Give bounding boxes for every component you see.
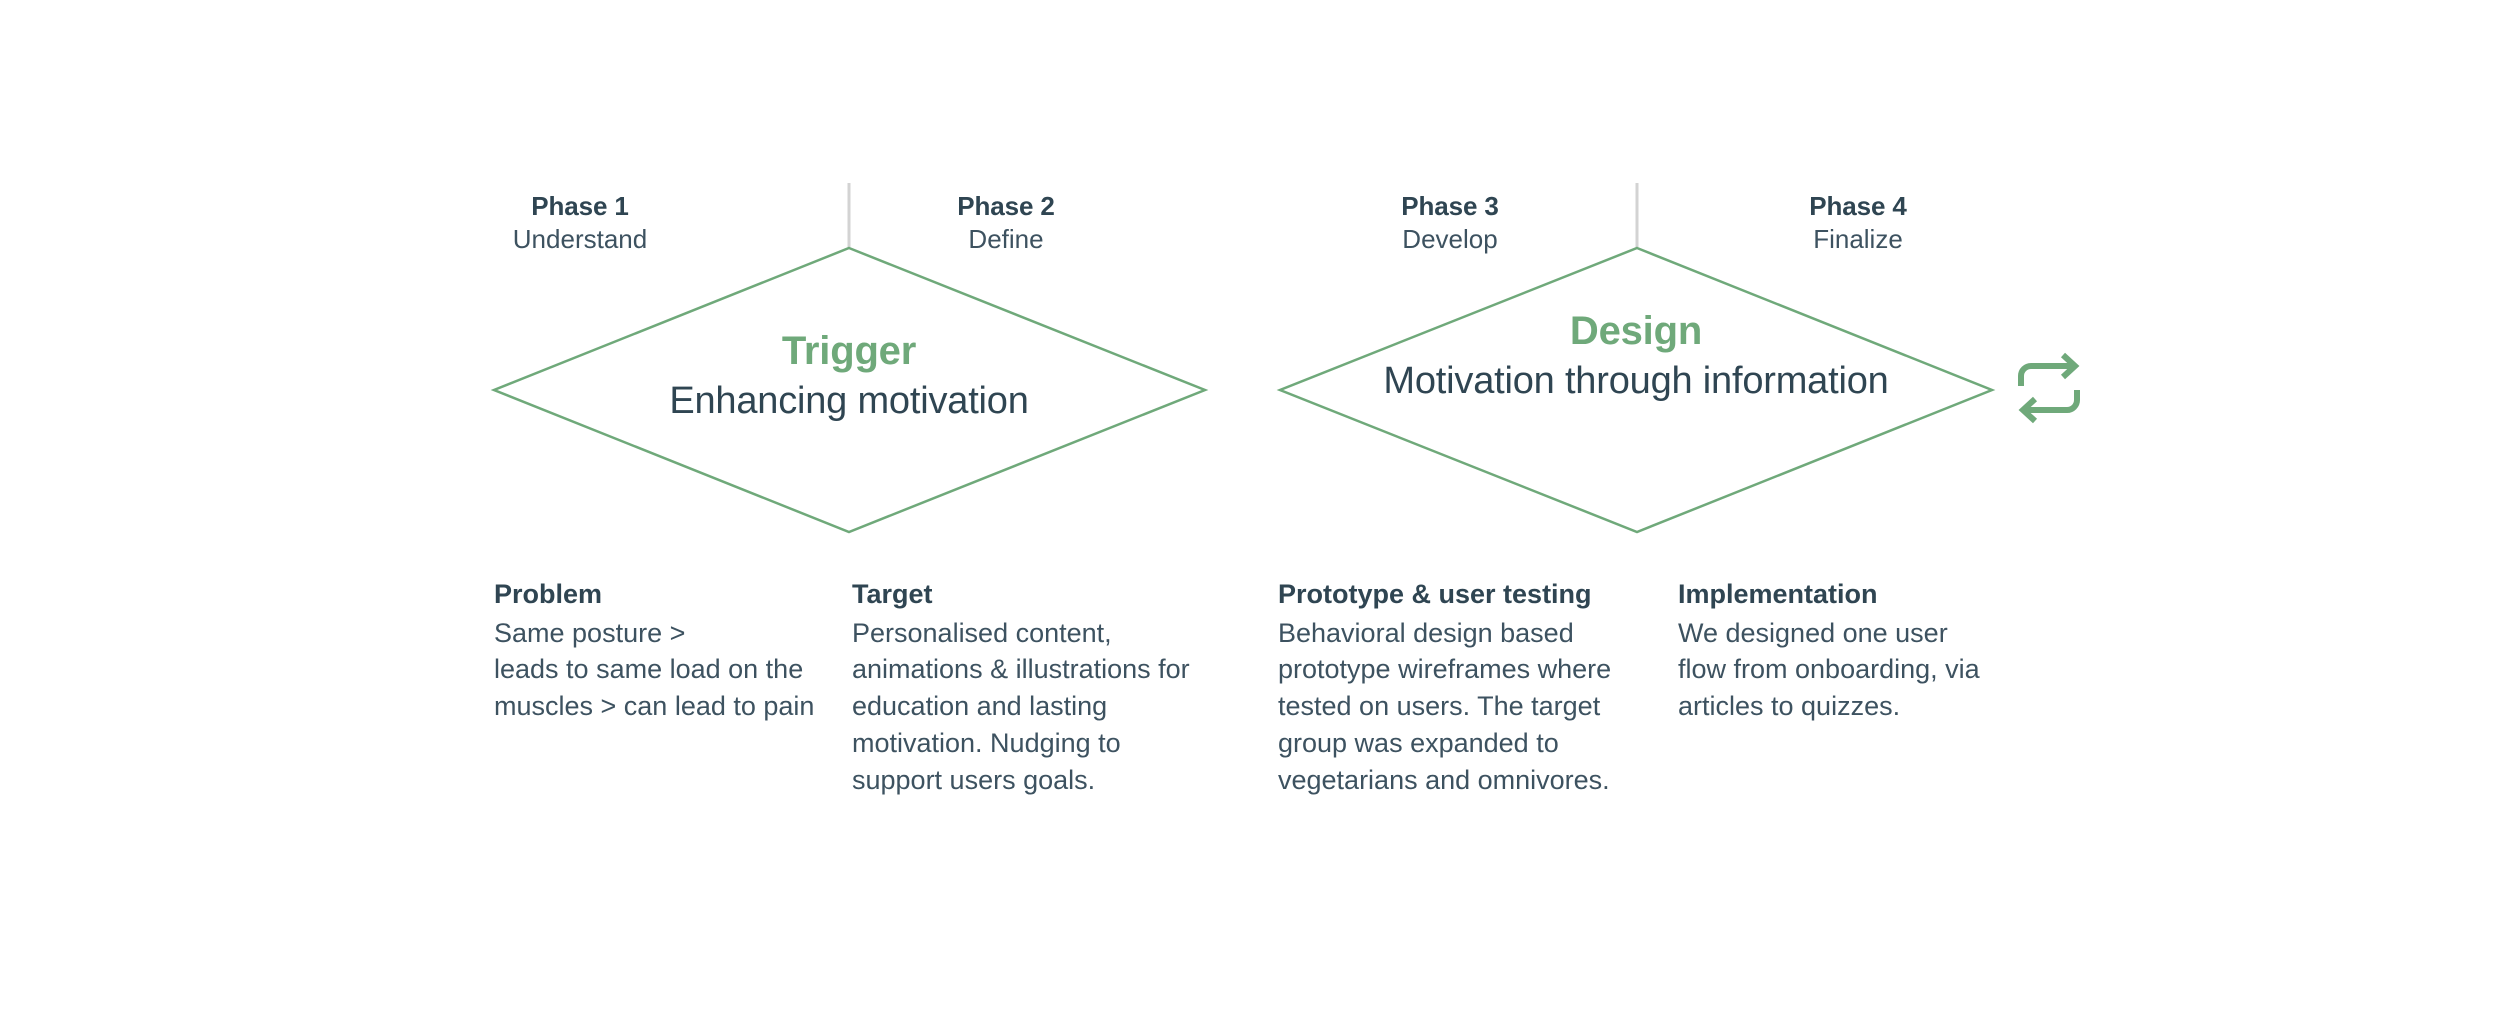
column-3-body: Behavioral design based prototype wirefr… [1278,617,1612,795]
diamond-2-title: Design [1569,309,1703,353]
phase-1-sub: Understand [512,223,648,254]
diamond-label-design: Design Motivation through information [1376,305,1896,406]
phase-header-3: Phase 3 Develop [1300,190,1600,256]
phase-2-name: Phase 2 [957,191,1055,221]
phase-header-1: Phase 1 Understand [430,190,730,256]
column-2-title: Target [852,579,933,609]
description-column-problem: Problem Same posture > leads to same loa… [494,576,854,725]
phase-1-name: Phase 1 [531,191,629,221]
phase-header-4: Phase 4 Finalize [1708,190,2008,256]
repeat-loop-icon [2013,352,2085,424]
column-3-title: Prototype & user testing [1278,579,1592,609]
column-4-title: Implementation [1678,579,1878,609]
diamond-1-title: Trigger [781,329,917,373]
phase-header-2: Phase 2 Define [856,190,1156,256]
description-column-target: Target Personalised content, animations … [852,576,1220,798]
diamond-label-trigger: Trigger Enhancing motivation [589,325,1109,426]
phase-3-sub: Develop [1402,223,1498,254]
diamond-2-subtitle: Motivation through information [1383,360,1889,402]
column-2-body: Personalised content, animations & illus… [852,617,1190,795]
description-column-implementation: Implementation We designed one user flow… [1678,576,2018,725]
column-1-title: Problem [494,579,603,609]
phase-4-sub: Finalize [1813,223,1903,254]
phase-2-sub: Define [968,223,1044,254]
description-column-prototype-user-testing: Prototype & user testing Behavioral desi… [1278,576,1646,798]
column-1-body: Same posture > leads to same load on the… [494,617,815,722]
diamond-1-subtitle: Enhancing motivation [669,380,1029,422]
column-4-body: We designed one user flow from onboardin… [1678,617,1980,722]
phase-3-name: Phase 3 [1401,191,1499,221]
phase-4-name: Phase 4 [1809,191,1907,221]
